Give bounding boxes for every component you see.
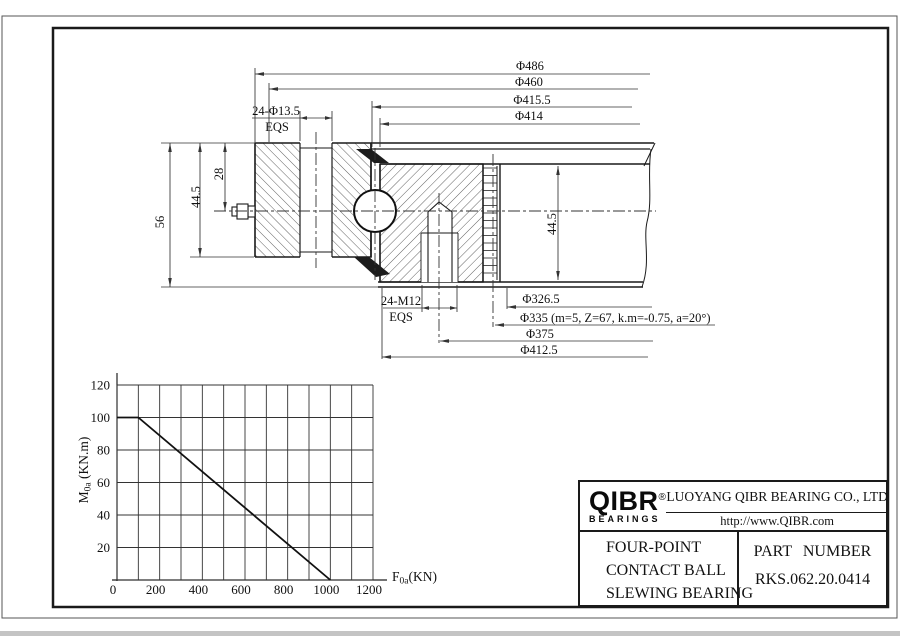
chart-grid — [116, 384, 374, 581]
dim-label: Φ415.5 — [513, 93, 550, 107]
inner-frame — [51, 26, 890, 609]
x-tick-label: 400 — [189, 582, 209, 597]
part-number-label: PART NUMBER — [753, 543, 872, 560]
centerlines — [214, 132, 656, 343]
title-block-body: FOUR-POINT CONTACT BALL SLEWING BEARING … — [580, 532, 886, 605]
dim-label: 28 — [212, 168, 226, 181]
y-tick-label: 60 — [97, 475, 110, 490]
dim-label: Φ412.5 — [520, 343, 557, 357]
load-chart: 0 200 400 600 800 1000 1200 20 40 60 80 100 120 F0a(… — [76, 373, 437, 597]
x-tick-label: 200 — [146, 582, 166, 597]
part-number-cell: PART NUMBER RKS.062.20.0414 — [739, 532, 886, 605]
dim-label: 56 — [153, 216, 167, 229]
grease-nipple — [231, 203, 256, 220]
dimensions — [161, 68, 715, 359]
bearing-cross-section — [214, 132, 656, 343]
registered-mark: ® — [658, 492, 667, 503]
break-line — [641, 148, 652, 288]
y-axis-label: M0a (KN.m) — [76, 437, 94, 504]
dim-label: EQS — [265, 120, 289, 134]
dim-label: Φ335 (m=5, Z=67, k.m=-0.75, a=20°) — [520, 311, 711, 325]
dim-label: Φ326.5 — [522, 292, 559, 306]
y-tick-label: 120 — [91, 378, 111, 393]
x-tick-label: 600 — [231, 582, 251, 597]
break-line — [643, 142, 656, 167]
part-number-value: RKS.062.20.0414 — [754, 571, 871, 588]
gear-teeth — [482, 164, 498, 282]
logo-subtext: BEARINGS — [589, 514, 661, 524]
chart-curve — [117, 416, 331, 581]
company-info: LUOYANG QIBR BEARING CO., LTD http://www… — [666, 482, 888, 530]
x-tick-label: 1200 — [356, 582, 382, 597]
chart-tick-labels: 0 200 400 600 800 1000 1200 20 40 60 80 100 120 — [91, 378, 383, 598]
dim-label: Φ486 — [516, 59, 544, 73]
title-block: QIBR® BEARINGS LUOYANG QIBR BEARING CO.,… — [578, 480, 888, 607]
dim-label: 24-Φ13.5 — [252, 104, 300, 118]
y-tick-label: 80 — [97, 443, 110, 458]
company-logo: QIBR® BEARINGS — [580, 482, 666, 530]
dim-label: Φ375 — [526, 327, 554, 341]
tapped-hole-m12 — [420, 201, 459, 282]
dim-label: Φ414 — [515, 109, 544, 123]
load-curve — [117, 416, 331, 581]
outer-ring-section — [255, 143, 300, 257]
company-name: LUOYANG QIBR BEARING CO., LTD — [666, 482, 888, 513]
product-name: FOUR-POINT CONTACT BALL SLEWING BEARING — [580, 532, 754, 605]
dim-label: 44.5 — [545, 213, 559, 235]
x-tick-label: 800 — [274, 582, 294, 597]
dimension-arrows — [168, 72, 560, 359]
company-website: http://www.QIBR.com — [720, 514, 835, 528]
dim-label: Φ460 — [515, 75, 543, 89]
seal-top — [356, 149, 389, 163]
y-tick-label: 100 — [91, 410, 111, 425]
logo-text: QIBR® — [589, 486, 667, 516]
title-block-header: QIBR® BEARINGS LUOYANG QIBR BEARING CO.,… — [580, 482, 888, 532]
dim-label: 24-M12 — [381, 294, 421, 308]
x-axis-label: F0a(KN) — [392, 569, 437, 587]
x-tick-label: 0 — [110, 582, 117, 597]
seal-bottom — [354, 257, 390, 277]
x-tick-label: 1000 — [313, 582, 339, 597]
dimension-labels: Φ486 Φ460 Φ415.5 Φ414 24-Φ13.5 EQS 56 44… — [153, 59, 711, 357]
window-bottom-bar — [0, 631, 900, 636]
y-tick-label: 40 — [97, 508, 110, 523]
product-name-line: SLEWING BEARING — [606, 585, 754, 602]
dim-label: EQS — [389, 310, 413, 324]
outer-border — [1, 15, 898, 619]
dim-label: 44.5 — [189, 186, 203, 208]
product-name-line: CONTACT BALL — [606, 562, 726, 579]
y-tick-label: 20 — [97, 540, 110, 555]
product-name-line: FOUR-POINT — [606, 539, 702, 556]
